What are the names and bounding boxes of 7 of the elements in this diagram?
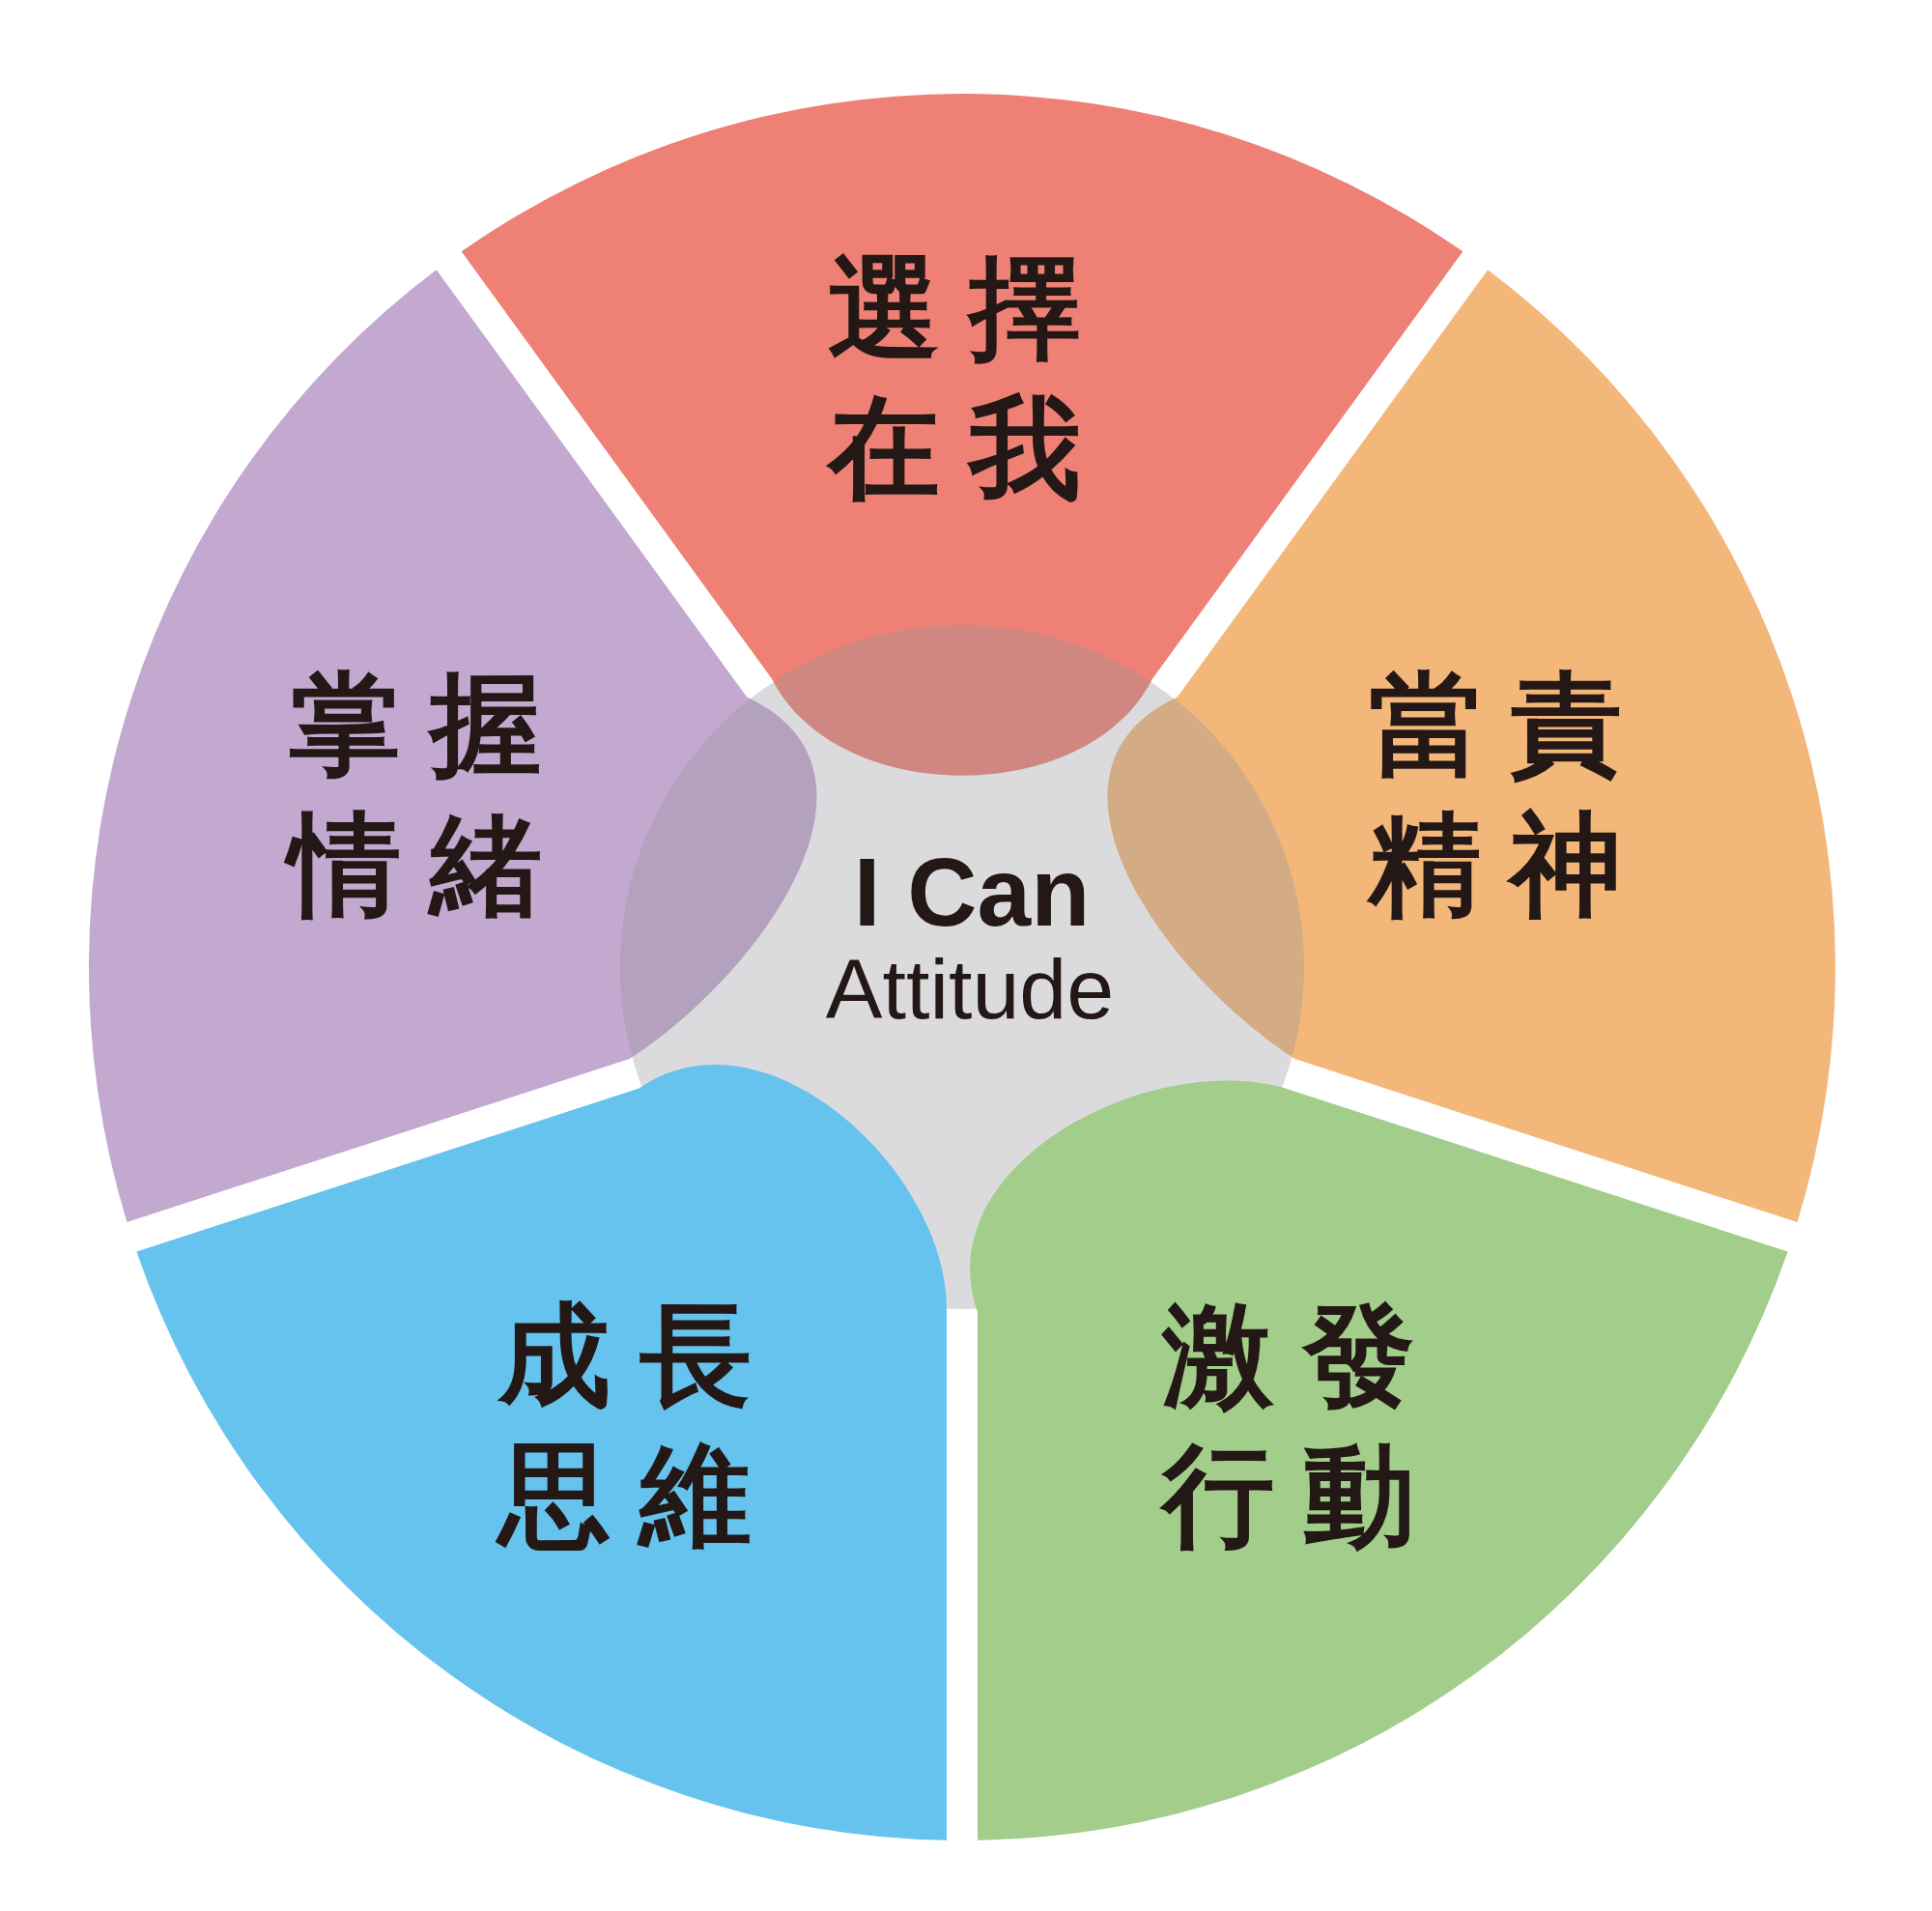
segment-label: 掌握情緒 (279, 650, 552, 938)
segment-label: 激發行動 (1152, 1281, 1425, 1569)
segment-label: 選擇在我 (825, 242, 1082, 515)
segment-label: 成長思維 (489, 1281, 761, 1569)
segment-label: 當責精神 (1366, 658, 1623, 931)
center-subtitle: Attitude (825, 947, 1115, 1032)
center-title: I Can (853, 843, 1091, 940)
